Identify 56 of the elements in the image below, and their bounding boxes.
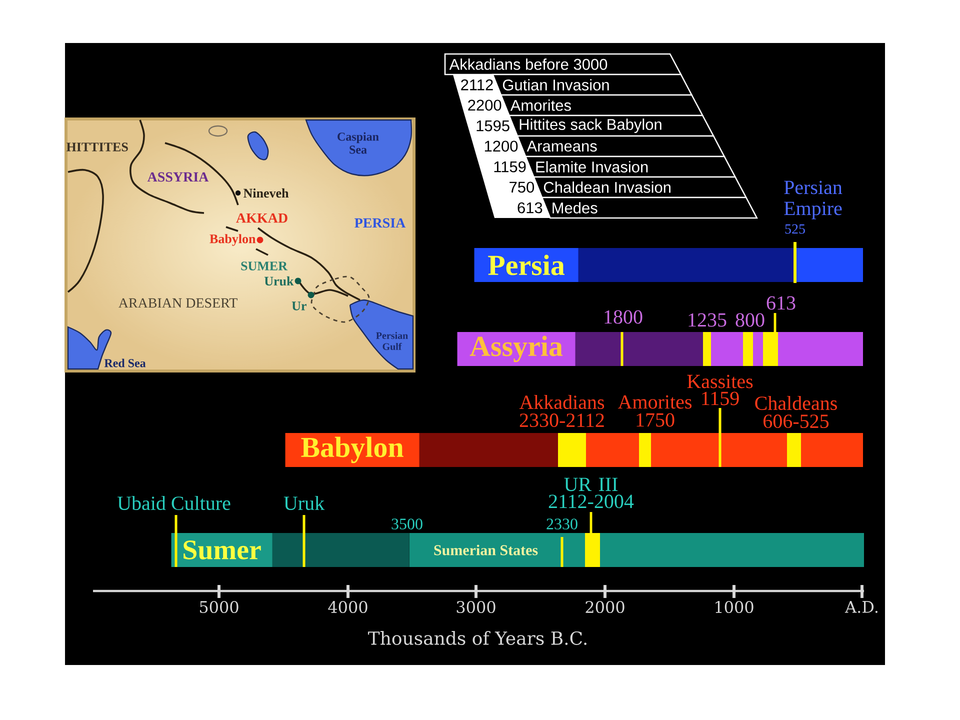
timeline-segment: Sumerian States [409,533,562,567]
node-label: 1200 [484,140,518,152]
event-label: Ubaid Culture [118,496,230,510]
map-label: Ur [292,302,306,310]
axis-label: 3000 [456,600,496,614]
axis-label: 4000 [328,600,368,614]
map-label: Persian Gulf [376,332,408,350]
map-label: Red Sea [104,358,146,368]
node-label: 750 [510,182,534,193]
node-label: Persia [488,254,565,276]
map-label: Uruk [264,276,294,286]
node-label: 1159 [494,161,526,172]
axis-title: Thousands of Years B.C. [368,631,586,645]
table-row: 1159 Elamite Invasion [476,156,736,178]
event-label: 800 [736,313,764,327]
event-label: Chaldeans 606-525 [755,396,837,428]
map-label: PERSIA [354,218,406,228]
event-label: 3500 [392,518,422,530]
map-label: Nineveh [244,188,289,198]
table-row: 2200 Amorites [458,94,704,116]
event-label: Akkadians 2330-2112 [519,394,604,428]
node-label: Babylon [301,436,404,464]
event-label: UR III 2112-2004 [548,478,634,508]
node-label: 2200 [468,100,502,111]
map-label: ASSYRIA [147,172,209,182]
table-row: 2112 Gutian Invasion [452,74,693,96]
node-label: Sumer [184,540,261,560]
event-label: 613 [766,296,796,310]
table-row: Akkadians before 3000 [444,53,682,76]
event-label: Uruk [284,496,325,510]
map-label: Caspian Sea [338,132,379,154]
map-label: SUMER [241,262,288,270]
axis-label: 5000 [200,600,238,614]
axis-label: A.D. [844,601,878,613]
table-row: 750 Chaldean Invasion [482,176,748,198]
node-label: 1595 [476,120,510,132]
table-row: 1200 Arameans [470,135,726,158]
timeline-band: Persia [474,248,863,282]
axis-label: 1000 [716,600,754,614]
event-label: 1235 [688,313,726,327]
event-label: 1800 [604,310,642,324]
map-label: AKKAD [236,213,288,223]
event-label: Persian Empire [784,180,842,220]
node-label: 613 [518,202,542,214]
table-row: 1595 Hittites sack Babylon [464,114,715,137]
timeline-band: Babylon [285,433,863,467]
table-row: 613 Medes [488,196,758,219]
event-label: 2330 [546,518,578,530]
axis-label: 2000 [586,600,624,614]
map-label: Babylon [210,234,256,246]
timeline-band: Assyria [457,332,863,366]
node-label: 2112 [461,79,493,90]
event-label: 525 [785,224,805,234]
map-label: ARABIAN DESERT [118,298,238,308]
map-label: HITTITES [66,142,128,152]
node-label: Assyria [470,336,563,362]
